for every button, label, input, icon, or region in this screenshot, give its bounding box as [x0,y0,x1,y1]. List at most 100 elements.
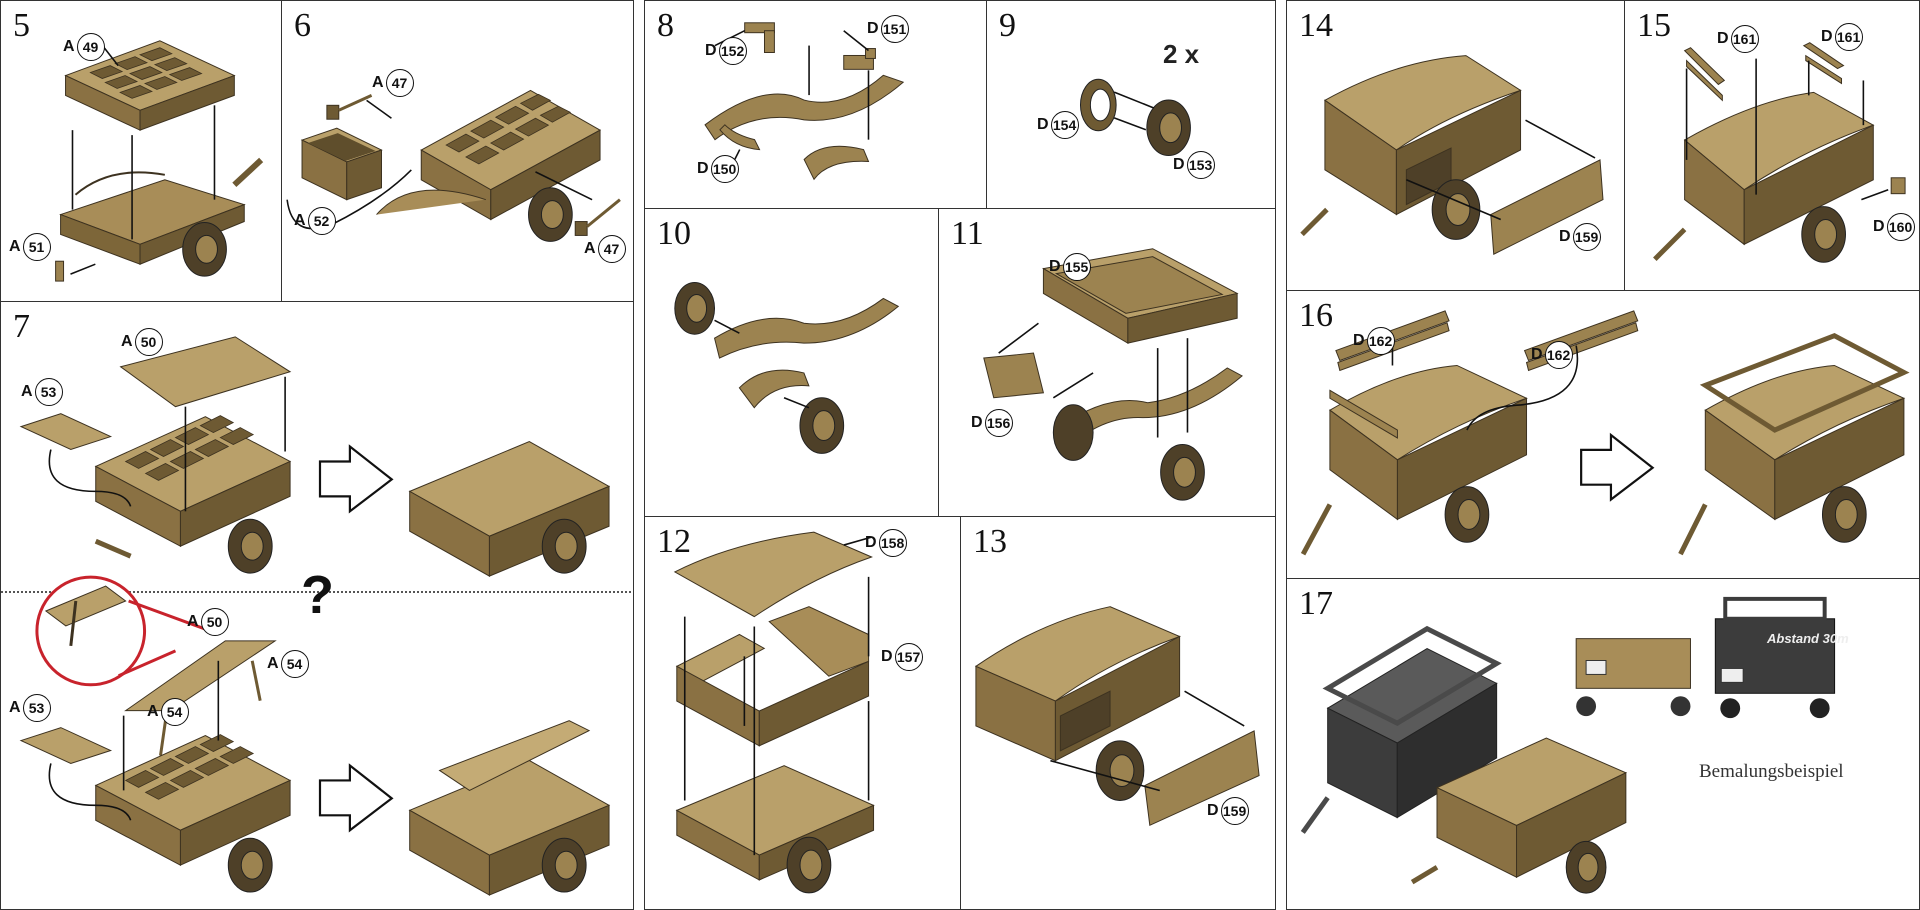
covered-trailer [1300,55,1522,240]
panel-d159 [1490,159,1604,256]
step-number: 12 [657,523,691,560]
result-arrow-alt [318,763,394,833]
axle-frame-d150 [704,74,905,141]
panel-a53 [19,413,113,451]
rear-view-grey [1714,596,1836,719]
step-7-panel: 7 ? [0,301,634,910]
step-number: 6 [294,7,311,44]
part-d160 [1890,177,1906,195]
trailer-after [1678,332,1910,556]
part-d152 [764,30,775,53]
step-number: 10 [657,215,691,252]
step-number: 11 [951,215,984,252]
step-number: 16 [1299,297,1333,334]
base-trailer [675,765,875,894]
step-8-illustration [704,22,905,181]
painting-example-caption: Bemalungsbeispiel [1699,761,1844,782]
step-number: 14 [1299,7,1333,44]
trailer-before [1300,364,1528,556]
step-10-panel: 10 [644,208,940,518]
lid-a50 [119,336,292,408]
step-5-panel: 5 [0,0,283,303]
trailer-open [94,415,292,574]
tray-d155 [1042,248,1239,344]
step-9-illustration [1079,78,1191,157]
step-7-illustration [19,336,611,896]
panel-a53-alt [19,727,113,765]
step-6-illustration [286,89,621,242]
roof-d158 [673,531,873,618]
result-arrow [1580,432,1655,502]
step-number: 15 [1637,7,1671,44]
panel-d156 [983,352,1045,399]
part-d151 [865,48,876,59]
trailer-closed [408,440,611,577]
step-number: 13 [973,523,1007,560]
alternative-divider [1,591,633,593]
rails-d161 [1683,42,1845,102]
trailer-with-crate [376,89,602,242]
step-number: 9 [999,7,1016,44]
crate-part [64,40,236,131]
quantity-multiplier: 2 x [1163,39,1200,69]
step-17-panel: 17 Abstand 30m Bemalungs [1286,578,1920,910]
step-13-illustration [974,606,1260,827]
step-5-illustration [55,40,264,282]
covered-trailer [974,606,1181,801]
box-d157 [675,606,870,747]
step-number: 8 [657,7,674,44]
trailer-lid-open [408,720,611,896]
trailer-rear-marking: Abstand 30m [1767,631,1849,646]
covered-trailer [1653,91,1875,263]
result-arrow [318,444,394,514]
rear-view-tan [1575,638,1691,717]
trailer-body [59,157,264,277]
step-number: 5 [13,7,30,44]
step-17-illustration [1300,596,1836,894]
step-14-illustration [1300,55,1604,256]
step-number: 17 [1299,585,1333,622]
step-number: 7 [13,308,30,345]
question-mark: ? [301,565,334,625]
grey-trailer [1300,625,1502,834]
lid-a50-hinged [124,640,277,712]
step-12-illustration [673,531,875,894]
small-crate-a52 [300,127,383,201]
step-16-illustration [1300,310,1910,556]
